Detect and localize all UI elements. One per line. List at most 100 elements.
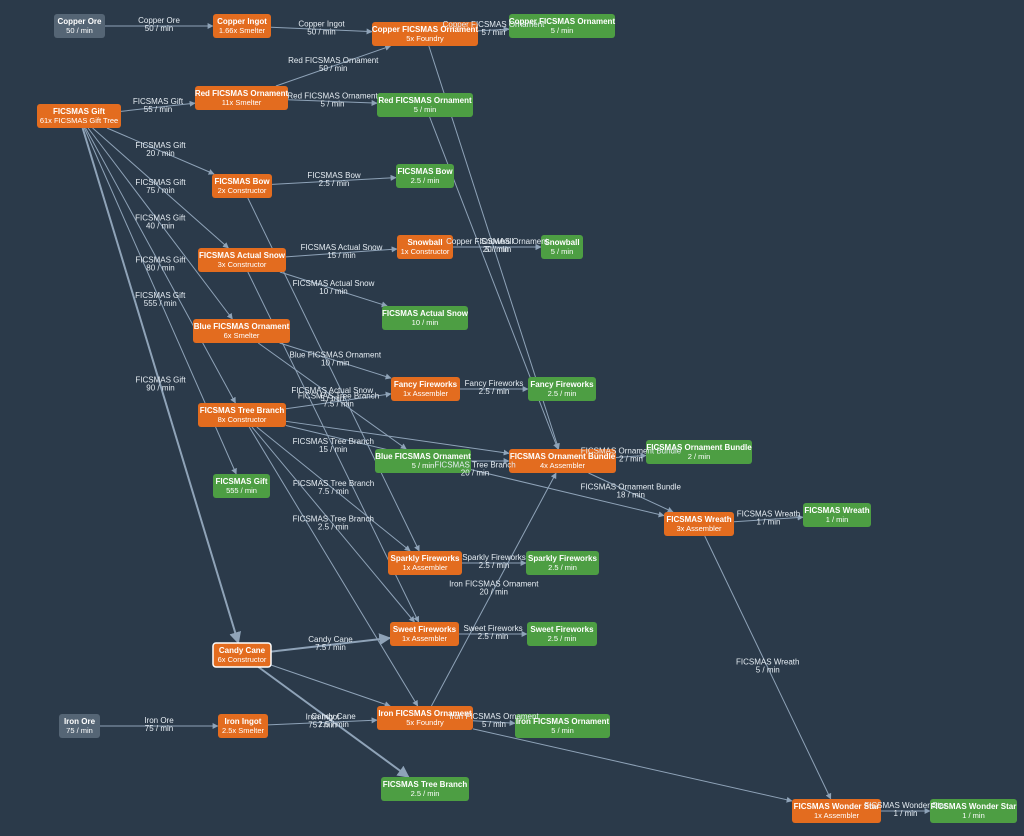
node-box[interactable] [664,512,734,536]
edge-label: FICSMAS Wreath [737,509,800,518]
node-box[interactable] [526,551,599,575]
edge-label: Red FICSMAS Ornament [287,91,378,100]
node-subtitle: 1x Assembler [402,563,448,572]
node-box[interactable] [391,377,460,401]
node-box[interactable] [54,14,105,38]
node-subtitle: 6x Smelter [224,331,260,340]
node-box[interactable] [527,622,597,646]
edge-label: FICSMAS Gift [133,97,184,106]
node-box[interactable] [212,174,272,198]
node-box[interactable] [382,306,468,330]
node-box[interactable] [375,449,471,473]
edge-rate: 55 / min [144,105,172,114]
node-box[interactable] [509,449,616,473]
node-box[interactable] [193,319,290,343]
node-box[interactable] [390,622,459,646]
node-title: FICSMAS Bow [214,177,270,186]
node-box[interactable] [212,642,272,668]
node-box[interactable] [59,714,100,738]
node-box[interactable] [195,86,288,110]
edge-label: FICSMAS Tree Branch [298,391,379,400]
edge-rate: 2.5 / min [479,561,510,570]
node-box[interactable] [213,14,271,38]
node-title: Fancy Fireworks [394,380,458,389]
edge-tree_branch-to-fancy_fw [285,391,392,410]
edge-copper_orn-to-copper_orn_out [477,26,510,33]
node-box[interactable] [396,164,454,188]
node-box[interactable] [930,799,1017,823]
node-title: FICSMAS Gift [53,107,105,116]
node-box[interactable] [541,235,583,259]
node-title: FICSMAS Ornament Bundle [646,443,752,452]
node-subtitle: 5x Foundry [406,34,444,43]
node-box[interactable] [646,440,752,464]
node-box[interactable] [218,714,268,738]
node-box[interactable] [388,551,462,575]
node-box[interactable] [515,714,610,738]
edge-orn_bundle-to-orn_bundle_out [615,452,647,459]
edge-rate: 2 / min [619,454,643,463]
node-box[interactable] [37,104,121,128]
node-title: FICSMAS Ornament Bundle [510,452,616,461]
node-box[interactable] [198,403,286,427]
node-subtitle: 5 / min [412,461,435,470]
node-subtitle: 1 / min [826,515,849,524]
node-box[interactable] [377,93,473,117]
node-box[interactable] [803,503,871,527]
node-title: FICSMAS Actual Snow [382,309,469,318]
node-subtitle: 555 / min [226,486,257,495]
node-title: Snowball [544,238,579,247]
node-box[interactable] [377,706,473,730]
edge-wreath-to-wonder_star [704,535,832,800]
node-box[interactable] [198,248,286,272]
node-box[interactable] [792,799,881,823]
node-title: Copper FICSMAS Ornament [372,25,479,34]
node-box[interactable] [528,377,596,401]
edge-rate: 5 / min [485,245,509,254]
node-box[interactable] [381,777,469,801]
node-box[interactable] [213,474,270,498]
node-title: Sparkly Fireworks [391,554,460,563]
node-box[interactable] [372,22,478,46]
edge-rate: 90 / min [146,384,174,393]
node-box[interactable] [509,14,615,38]
edge-label: Blue FICSMAS Ornament [289,351,381,360]
node-box[interactable] [397,235,453,259]
